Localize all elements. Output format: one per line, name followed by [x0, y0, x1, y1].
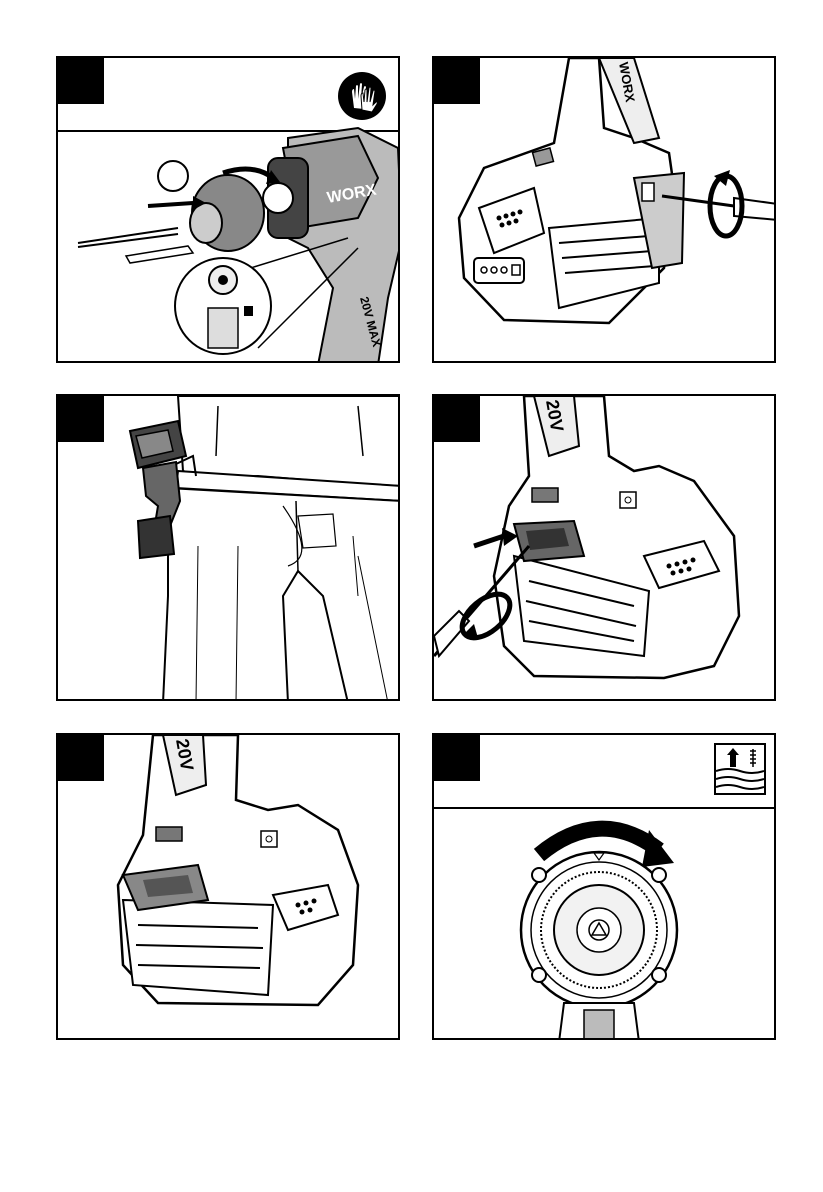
belt-clip-install-illustration: 20V: [58, 735, 400, 1040]
panel-1: WORX 20V MAX: [56, 56, 400, 363]
chuck-front-view-illustration: [434, 735, 776, 1040]
panel-2: WORX: [432, 56, 776, 363]
panel-3: [56, 394, 400, 701]
panel-4: 20V: [432, 394, 776, 701]
panel-5: 20V: [56, 733, 400, 1040]
belt-clip-removal-illustration: 20V: [434, 396, 776, 701]
battery-base-screw-illustration: WORX: [434, 58, 776, 363]
panel-6: [432, 733, 776, 1040]
belt-clip-wear-illustration: [58, 396, 400, 701]
drill-chuck-illustration: WORX 20V MAX: [58, 58, 400, 363]
